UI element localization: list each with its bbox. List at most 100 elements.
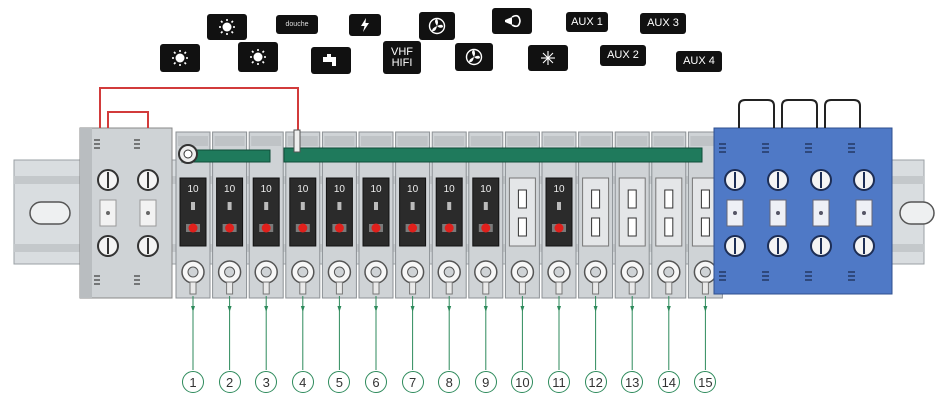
fuse-window — [374, 202, 378, 210]
label-text: douche — [285, 21, 309, 28]
fuse-body — [216, 177, 244, 247]
blade-slot — [627, 189, 637, 209]
terminal-tab — [372, 281, 380, 295]
fuse-window — [300, 202, 305, 210]
wire-arrow — [374, 306, 378, 312]
blade-slot — [627, 217, 637, 237]
module-top-cap — [324, 136, 355, 146]
terminal-screw-head — [260, 266, 272, 278]
fuse-window — [337, 202, 342, 210]
circuit-number-5: 5 — [328, 371, 351, 393]
wire-arrow — [264, 306, 269, 312]
label-light-3 — [238, 42, 278, 72]
terminal-screw-head — [516, 266, 528, 278]
fuse-led — [481, 223, 491, 233]
module-top-cap — [361, 136, 391, 146]
terminal-screw-head — [663, 266, 675, 278]
circuit-number-12: 12 — [584, 371, 607, 393]
wire-arrow — [483, 306, 488, 312]
fuse-window — [410, 202, 415, 210]
fuse-led — [408, 223, 418, 233]
circuit-number-13: 13 — [621, 371, 644, 393]
blade-slot — [664, 189, 674, 209]
terminal-screw-head — [590, 266, 602, 278]
fuse-body — [362, 177, 390, 247]
label-aux4: AUX 4 — [676, 51, 722, 72]
terminal-screw-head — [699, 266, 711, 278]
light-icon — [217, 18, 237, 36]
label-text: AUX 4 — [683, 55, 715, 67]
bridge-jumper — [781, 99, 818, 128]
rail-mounting-slot-left — [29, 201, 71, 225]
module-top-cap — [178, 136, 208, 146]
clamp-rivet — [776, 211, 780, 215]
terminal-screw-head — [407, 266, 419, 278]
terminal-tab — [335, 281, 343, 295]
fuse-body — [289, 177, 317, 247]
clamp-rivet — [106, 211, 110, 215]
module-10 — [504, 131, 540, 370]
bridge-jumper — [738, 99, 775, 128]
red-jumper-wire — [99, 87, 299, 136]
wire-arrow — [191, 306, 195, 312]
label-fan-2 — [455, 43, 493, 71]
label-tap — [311, 47, 351, 74]
module-top-cap — [507, 136, 538, 146]
terminal-tab — [665, 281, 673, 295]
module-top-cap — [617, 136, 648, 146]
terminal-screw-head — [224, 266, 236, 278]
blade-slot — [591, 189, 601, 209]
water-tap-icon — [321, 52, 341, 70]
label-text: AUX 2 — [607, 49, 639, 61]
fuse-window — [483, 202, 488, 210]
rail-mounting-slot-right — [899, 201, 935, 225]
fuse-window — [264, 202, 269, 210]
terminal-screw-head — [370, 266, 382, 278]
module-top-cap — [653, 136, 684, 146]
module-top-cap — [580, 136, 611, 146]
fuse-rating: 10 — [444, 184, 456, 195]
module-3: 10 — [248, 131, 284, 370]
label-vhf: VHF HIFI — [383, 41, 421, 74]
bridge-jumper — [824, 99, 861, 128]
wire-arrow — [666, 306, 671, 312]
terminal-end-plate — [80, 128, 92, 298]
module-9: 10 — [468, 131, 504, 370]
label-aux3: AUX 3 — [640, 13, 686, 34]
fuse-led — [298, 223, 308, 233]
label-douche: douche — [276, 15, 318, 34]
module-1: 10 — [175, 131, 211, 370]
blade-slot — [700, 189, 710, 209]
label-fan-1 — [419, 12, 455, 40]
bus-bar-main — [283, 147, 703, 163]
terminal-screw-head — [553, 266, 565, 278]
fuse-rating: 10 — [297, 184, 309, 195]
terminal-tab — [226, 281, 234, 295]
module-2: 10 — [212, 131, 248, 370]
circuit-number-6: 6 — [365, 371, 387, 393]
module-12 — [578, 131, 614, 370]
terminal-screw-head — [333, 266, 345, 278]
blade-slot — [664, 217, 674, 237]
fuse-rating: 10 — [334, 184, 346, 195]
wire-arrow — [703, 306, 708, 312]
terminal-tab — [189, 281, 197, 295]
terminal-screw-head — [626, 266, 638, 278]
fuse-window — [191, 202, 195, 210]
circuit-number-9: 9 — [474, 371, 497, 393]
module-top-cap — [544, 136, 574, 146]
terminal-screw-head — [297, 266, 309, 278]
fuse-led — [554, 223, 564, 233]
module-top-cap — [397, 136, 428, 146]
terminal-tab — [482, 281, 490, 295]
fuse-window — [447, 202, 452, 210]
wire-arrow — [227, 306, 232, 312]
fuse-body — [545, 177, 573, 247]
circuit-number-7: 7 — [401, 371, 424, 393]
terminal-tab — [299, 281, 307, 295]
clamp-rivet — [819, 211, 823, 215]
wire-arrow — [593, 306, 598, 312]
terminal-tab — [518, 281, 526, 295]
